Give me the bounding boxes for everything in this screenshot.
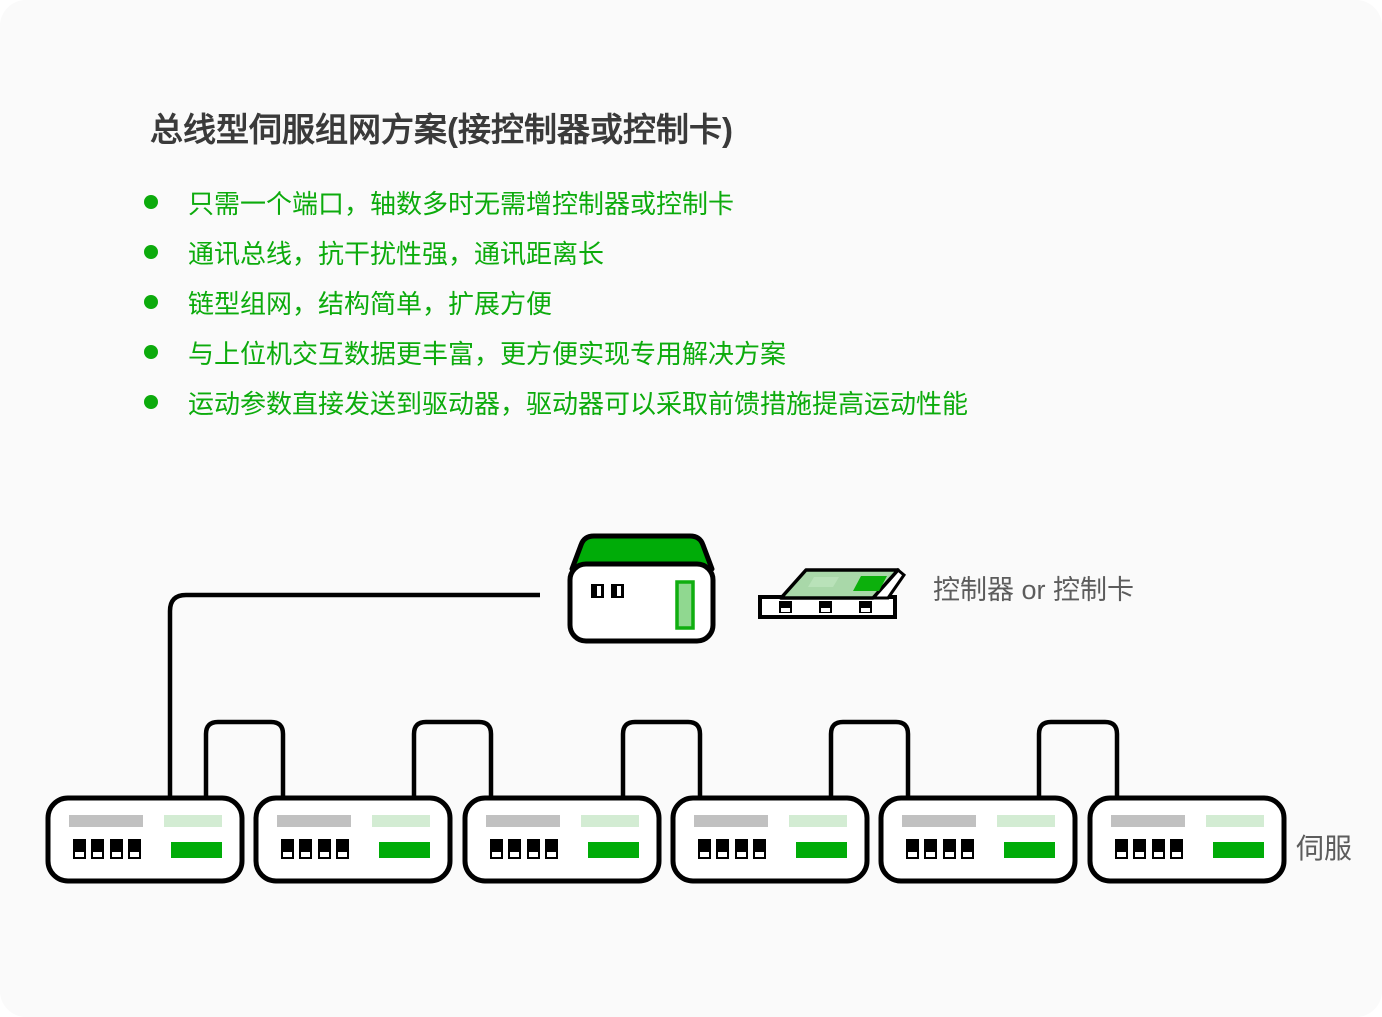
- feature-text: 通讯总线，抗干扰性强，通讯距离长: [188, 238, 605, 269]
- bullet-dot-icon: [144, 295, 158, 309]
- chain-link: [620, 719, 703, 800]
- list-item: 运动参数直接发送到驱动器，驱动器可以采取前馈措施提高运动性能: [144, 377, 968, 427]
- list-item: 通讯总线，抗干扰性强，通讯距离长: [144, 227, 968, 277]
- servo-drive-box-6: [1090, 798, 1284, 881]
- feature-text: 与上位机交互数据更丰富，更方便实现专用解决方案: [188, 338, 787, 369]
- control-card: [758, 567, 907, 619]
- bullet-dot-icon: [144, 345, 158, 359]
- bullet-dot-icon: [144, 245, 158, 259]
- feature-text: 运动参数直接发送到驱动器，驱动器可以采取前馈措施提高运动性能: [188, 388, 969, 419]
- page-title: 总线型伺服组网方案(接控制器或控制卡): [150, 111, 733, 148]
- feature-text: 只需一个端口，轴数多时无需增控制器或控制卡: [188, 188, 735, 219]
- servo-drive-box-3: [465, 798, 659, 881]
- controller-label: 控制器 or 控制卡: [933, 575, 1134, 605]
- list-item: 与上位机交互数据更丰富，更方便实现专用解决方案: [144, 327, 968, 377]
- chain-link: [1036, 719, 1120, 800]
- controller-bus-wire: [167, 592, 540, 800]
- chain-links: [203, 719, 1120, 800]
- servo-drive-box-5: [881, 798, 1075, 881]
- list-item: 只需一个端口，轴数多时无需增控制器或控制卡: [144, 177, 968, 227]
- chain-link: [203, 719, 286, 800]
- servo-drive-box-2: [256, 798, 450, 881]
- servo-drive-box-4: [673, 798, 867, 881]
- list-item: 链型组网，结构简单，扩展方便: [144, 277, 968, 327]
- feature-list: 只需一个端口，轴数多时无需增控制器或控制卡 通讯总线，抗干扰性强，通讯距离长 链…: [144, 177, 968, 427]
- card-chip-light: [808, 577, 839, 587]
- bullet-dot-icon: [144, 395, 158, 409]
- chain-link: [411, 719, 494, 800]
- feature-text: 链型组网，结构简单，扩展方便: [188, 288, 553, 319]
- card-chip-green: [853, 576, 887, 591]
- servo-drive-box-1: [48, 798, 242, 881]
- servo-label: 伺服: [1296, 833, 1352, 864]
- controller-box: [567, 533, 716, 644]
- chain-link: [828, 719, 911, 800]
- controller-lid: [569, 533, 715, 572]
- bullet-dot-icon: [144, 195, 158, 209]
- controller-slot: [675, 580, 695, 630]
